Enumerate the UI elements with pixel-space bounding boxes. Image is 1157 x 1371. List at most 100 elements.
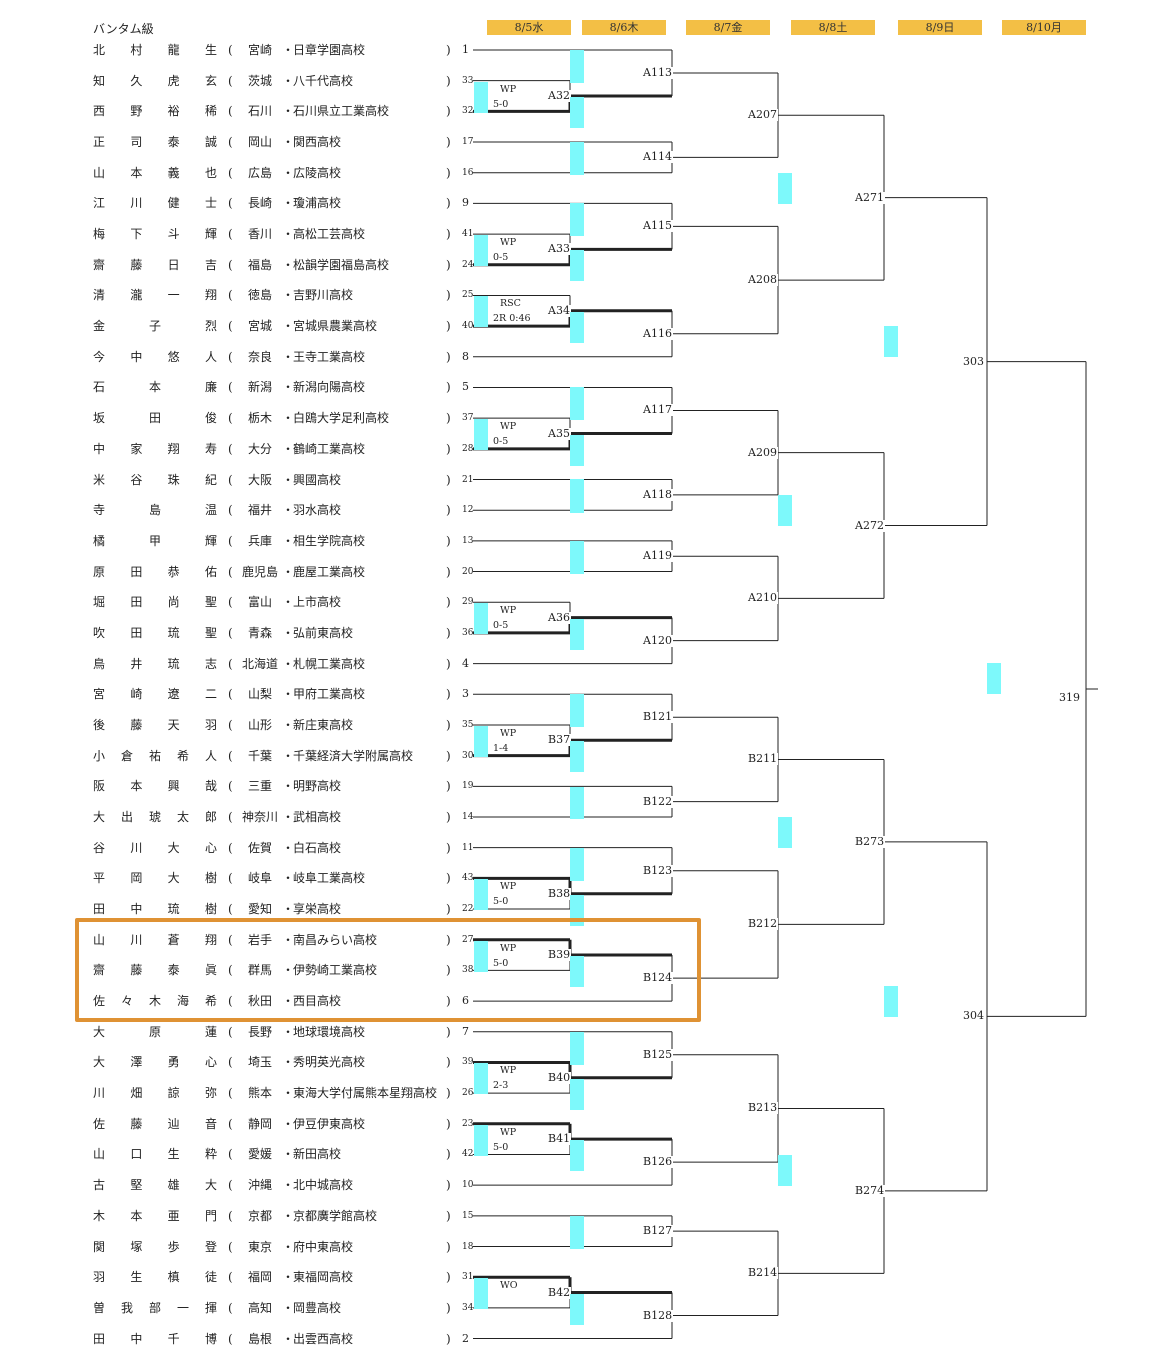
open-paren: ( (228, 165, 233, 180)
bout-number: B125 (642, 1047, 674, 1061)
school-name: 東福岡高校 (293, 1270, 354, 1285)
open-paren: ( (228, 43, 233, 57)
close-paren: ) (446, 595, 451, 610)
bout-number: B39 (547, 948, 572, 962)
draw-number: 3 (462, 687, 469, 701)
school-name: 武相高校 (293, 810, 342, 824)
open-paren: ( (228, 533, 233, 548)
bout-number: A113 (642, 66, 673, 79)
bout-marker (474, 1063, 488, 1095)
separator-dot: ・ (282, 1055, 295, 1070)
open-paren: ( (228, 871, 233, 886)
draw-number: 12 (462, 505, 474, 516)
boxer-name: 齋藤泰眞 (93, 963, 217, 978)
close-paren: ) (446, 380, 451, 395)
close-paren: ) (446, 257, 451, 272)
prefecture: 栃木 (247, 411, 272, 426)
prefecture: 佐賀 (247, 840, 272, 855)
open-paren: ( (228, 196, 233, 211)
bout-result: WP (500, 727, 517, 739)
bout-number: A119 (642, 549, 673, 563)
separator-dot: ・ (282, 564, 295, 579)
prefecture: 宮城 (247, 319, 272, 334)
boxer-name: 木本亜門 (93, 1208, 217, 1223)
weight-class-title: バンタム級 (93, 22, 154, 36)
boxer-name: 平岡大樹 (93, 871, 217, 886)
open-paren: ( (228, 1116, 233, 1131)
bout-marker (570, 50, 584, 81)
bout-marker (778, 495, 792, 526)
bout-marker (570, 787, 584, 818)
school-name: 伊勢崎工業高校 (293, 963, 378, 978)
separator-dot: ・ (282, 441, 295, 456)
separator-dot: ・ (282, 380, 295, 395)
prefecture: 大阪 (247, 472, 272, 487)
open-paren: ( (228, 840, 233, 855)
prefecture: 香川 (247, 227, 272, 242)
boxer-name: 阪本興哉 (93, 779, 217, 794)
open-paren: ( (228, 748, 233, 763)
draw-number: 26 (462, 1088, 474, 1099)
draw-number: 21 (462, 474, 474, 485)
open-paren: ( (228, 227, 233, 242)
boxer-name: 佐藤辿音 (93, 1116, 217, 1131)
boxer-name: 齋藤日吉 (93, 257, 217, 272)
prefecture: 山梨 (247, 687, 272, 702)
bout-score: 1-4 (493, 742, 509, 754)
draw-number: 24 (462, 259, 474, 270)
open-paren: ( (228, 1147, 233, 1162)
open-paren: ( (228, 257, 233, 272)
prefecture: 沖縄 (247, 1178, 272, 1193)
open-paren: ( (228, 1239, 233, 1254)
bout-score: 5-0 (493, 1141, 509, 1153)
school-name: 新庄東高校 (293, 717, 354, 732)
bout-marker (474, 603, 488, 635)
prefecture: 熊本 (247, 1086, 272, 1101)
draw-number: 30 (462, 750, 474, 761)
draw-number: 20 (462, 566, 474, 577)
close-paren: ) (446, 625, 451, 640)
prefecture: 千葉 (247, 748, 272, 763)
draw-number: 29 (462, 597, 474, 608)
close-paren: ) (446, 1055, 451, 1070)
separator-dot: ・ (282, 472, 295, 487)
bout-number: A118 (642, 487, 673, 501)
bout-score: 5-0 (493, 98, 509, 110)
bout-result: WP (500, 942, 517, 954)
close-paren: ) (446, 472, 451, 487)
bout-marker (570, 848, 584, 879)
close-paren: ) (446, 165, 451, 180)
separator-dot: ・ (282, 902, 295, 917)
bout-marker (570, 97, 584, 129)
bout-number: A210 (747, 591, 778, 605)
draw-number: 9 (462, 196, 469, 210)
bout-marker (570, 741, 584, 773)
open-paren: ( (228, 810, 233, 824)
boxer-name: 原田恭佑 (93, 564, 217, 579)
boxer-name: 谷川大心 (93, 840, 217, 855)
school-name: 白石高校 (293, 840, 342, 855)
open-paren: ( (228, 441, 233, 456)
bout-number: B42 (547, 1285, 572, 1299)
prefecture: 愛媛 (247, 1147, 272, 1162)
prefecture: 愛知 (247, 902, 272, 917)
boxer-name: 川畑諒弥 (93, 1086, 217, 1101)
prefecture: 島根 (247, 1331, 272, 1346)
bout-result: RSC (500, 298, 521, 310)
open-paren: ( (228, 1024, 233, 1039)
bout-number: A32 (547, 89, 571, 103)
bout-marker (570, 541, 584, 572)
school-name: 吉野川高校 (293, 288, 354, 303)
school-name: 鶴崎工業高校 (293, 441, 366, 456)
bout-marker (778, 1155, 792, 1186)
bout-marker (570, 1032, 584, 1063)
bout-result: WP (500, 1126, 517, 1138)
bout-number: B41 (547, 1132, 572, 1146)
bout-marker (570, 1293, 584, 1325)
bout-marker (570, 1078, 584, 1110)
open-paren: ( (228, 1178, 233, 1193)
separator-dot: ・ (282, 288, 295, 303)
boxer-name: 梅下斗輝 (93, 227, 217, 242)
boxer-name: 堀田尚聖 (93, 595, 217, 610)
draw-number: 33 (462, 75, 474, 86)
